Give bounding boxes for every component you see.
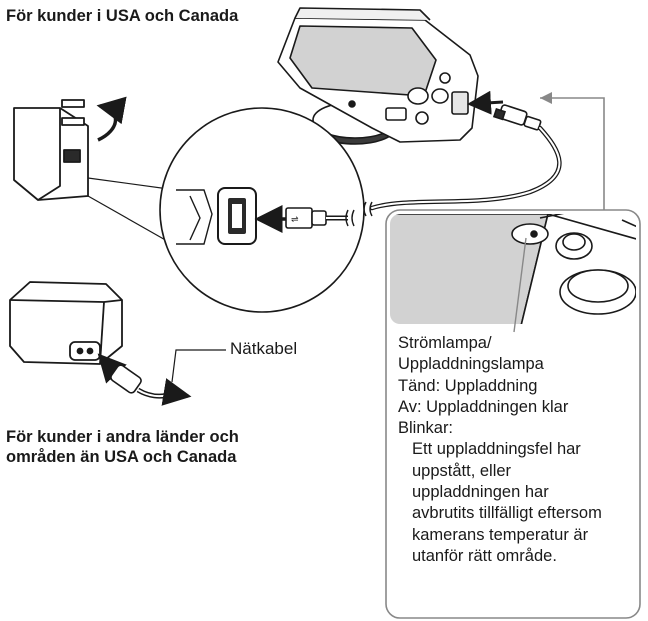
indicator-leader-line	[513, 237, 527, 333]
callout-description-line: Ett uppladdningsfel har	[412, 440, 581, 459]
connect-arrow-camera	[467, 90, 504, 115]
heading-us-canada: För kunder i USA och Canada	[6, 7, 239, 25]
magnified-port-view: ⇌	[159, 107, 365, 313]
cable-out-arrow	[161, 378, 192, 406]
charger-adapter-other	[9, 281, 123, 365]
camera-closeup	[390, 214, 636, 324]
callout-description-line: kamerans temperatur är	[412, 525, 589, 544]
cable-leader-line	[171, 349, 226, 383]
callout-state-line: Blinkar:	[398, 419, 454, 438]
callout-description-line: uppladdningen har	[412, 483, 549, 502]
callout-description-line: uppstått, eller	[412, 461, 512, 480]
callout-state-line: Av: Uppladdningen klar	[398, 397, 569, 416]
callout-description-line: utanför rätt område.	[412, 546, 557, 565]
power-cord	[110, 364, 173, 399]
callout-title-line: Strömlampa/	[398, 334, 492, 352]
callout-pointer-line	[540, 97, 605, 210]
callout-state-line: Tänd: Uppladdning	[398, 376, 538, 395]
callout-title-line: Uppladdningslampa	[398, 355, 544, 374]
heading-other-regions: För kunder i andra länder och områden än…	[6, 428, 239, 466]
camera-illustration	[277, 7, 479, 145]
charger-adapter-us	[13, 99, 89, 201]
micro-usb-plug	[492, 104, 542, 131]
indicator-callout-text: Strömlampa/ Uppladdningslampa Tänd: Uppl…	[398, 333, 638, 567]
callout-description-line: avbrutits tillfälligt eftersom	[412, 504, 602, 523]
svg-text:⇌: ⇌	[291, 215, 299, 225]
rotate-prong-arrow	[96, 96, 127, 142]
power-cable-label: Nätkabel	[230, 339, 298, 358]
